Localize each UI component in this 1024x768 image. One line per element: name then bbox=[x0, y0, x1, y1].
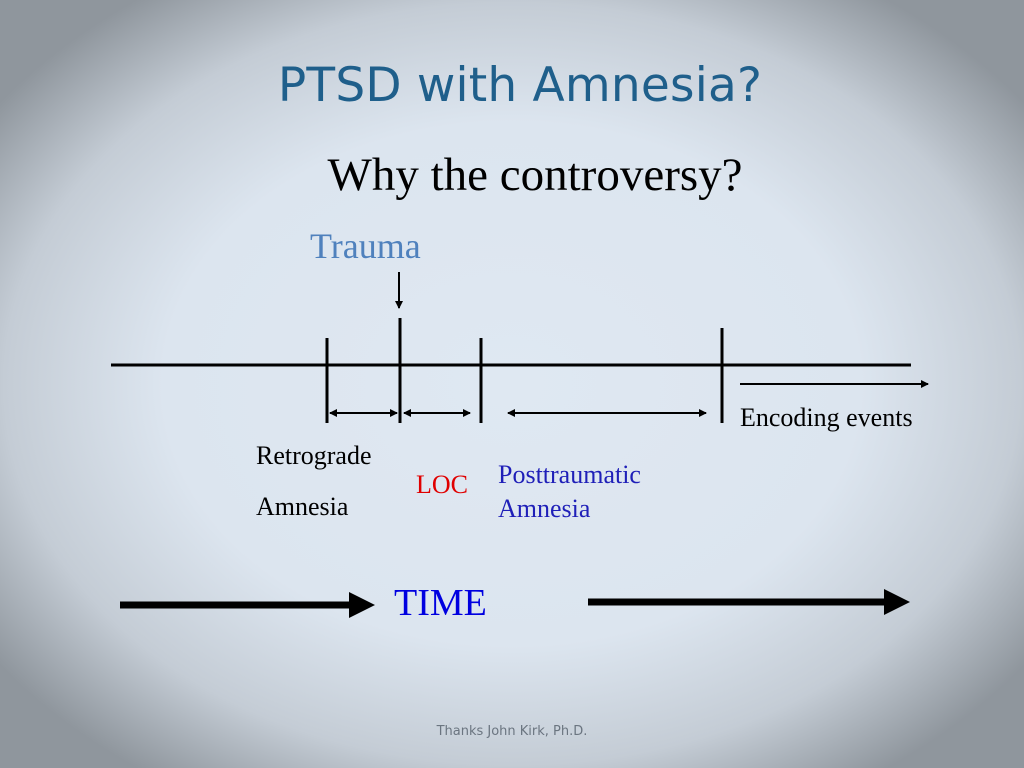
posttraumatic-label-line1: Posttraumatic bbox=[498, 460, 641, 489]
slide-subtitle: Why the controversy? bbox=[327, 149, 743, 201]
loc-label: LOC bbox=[416, 470, 468, 499]
retrograde-label-line1: Retrograde bbox=[256, 441, 372, 470]
time-arrow-right-head bbox=[884, 589, 910, 615]
credit-footer: Thanks John Kirk, Ph.D. bbox=[436, 724, 588, 739]
retrograde-label-line2: Amnesia bbox=[256, 492, 349, 521]
encoding-events-label: Encoding events bbox=[740, 403, 913, 432]
time-arrow-left-head bbox=[349, 592, 375, 618]
posttraumatic-label-line2: Amnesia bbox=[498, 494, 591, 523]
time-label: TIME bbox=[394, 582, 487, 624]
trauma-label: Trauma bbox=[310, 226, 421, 266]
slide-title: PTSD with Amnesia? bbox=[277, 58, 763, 113]
